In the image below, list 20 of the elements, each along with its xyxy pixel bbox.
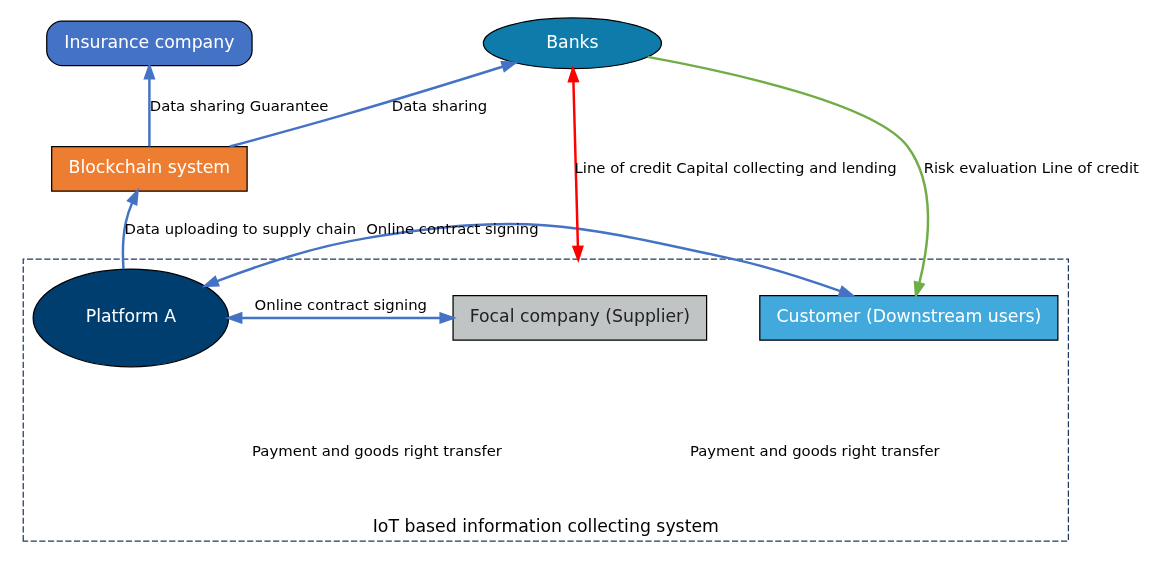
node-box: Insurance company bbox=[46, 20, 253, 67]
node-ellipse: Banks bbox=[482, 17, 663, 70]
label: Payment and goods right transfer bbox=[689, 441, 940, 459]
label: Payment and goods right transfer bbox=[252, 441, 502, 459]
edge-label: Risk evaluation Line of credit bbox=[923, 158, 1139, 176]
edge-label: Online contract signing bbox=[254, 295, 428, 313]
edge-label: Data sharing Guarantee bbox=[149, 97, 329, 115]
arrow bbox=[143, 62, 156, 147]
arrow bbox=[229, 61, 519, 148]
node-box: Focal company (Supplier) bbox=[452, 295, 708, 341]
arrow bbox=[225, 311, 457, 324]
arrow bbox=[567, 64, 584, 263]
node-box: Blockchain system bbox=[51, 145, 248, 192]
edge-label: Data uploading to supply chain bbox=[124, 219, 357, 237]
arrow bbox=[121, 187, 139, 270]
node-ellipse: Platform A bbox=[32, 268, 230, 368]
arrow bbox=[647, 55, 930, 299]
arrow bbox=[201, 222, 856, 297]
node-box: Customer (Downstream users) bbox=[759, 295, 1059, 341]
edge-label: Data sharing bbox=[391, 97, 488, 115]
